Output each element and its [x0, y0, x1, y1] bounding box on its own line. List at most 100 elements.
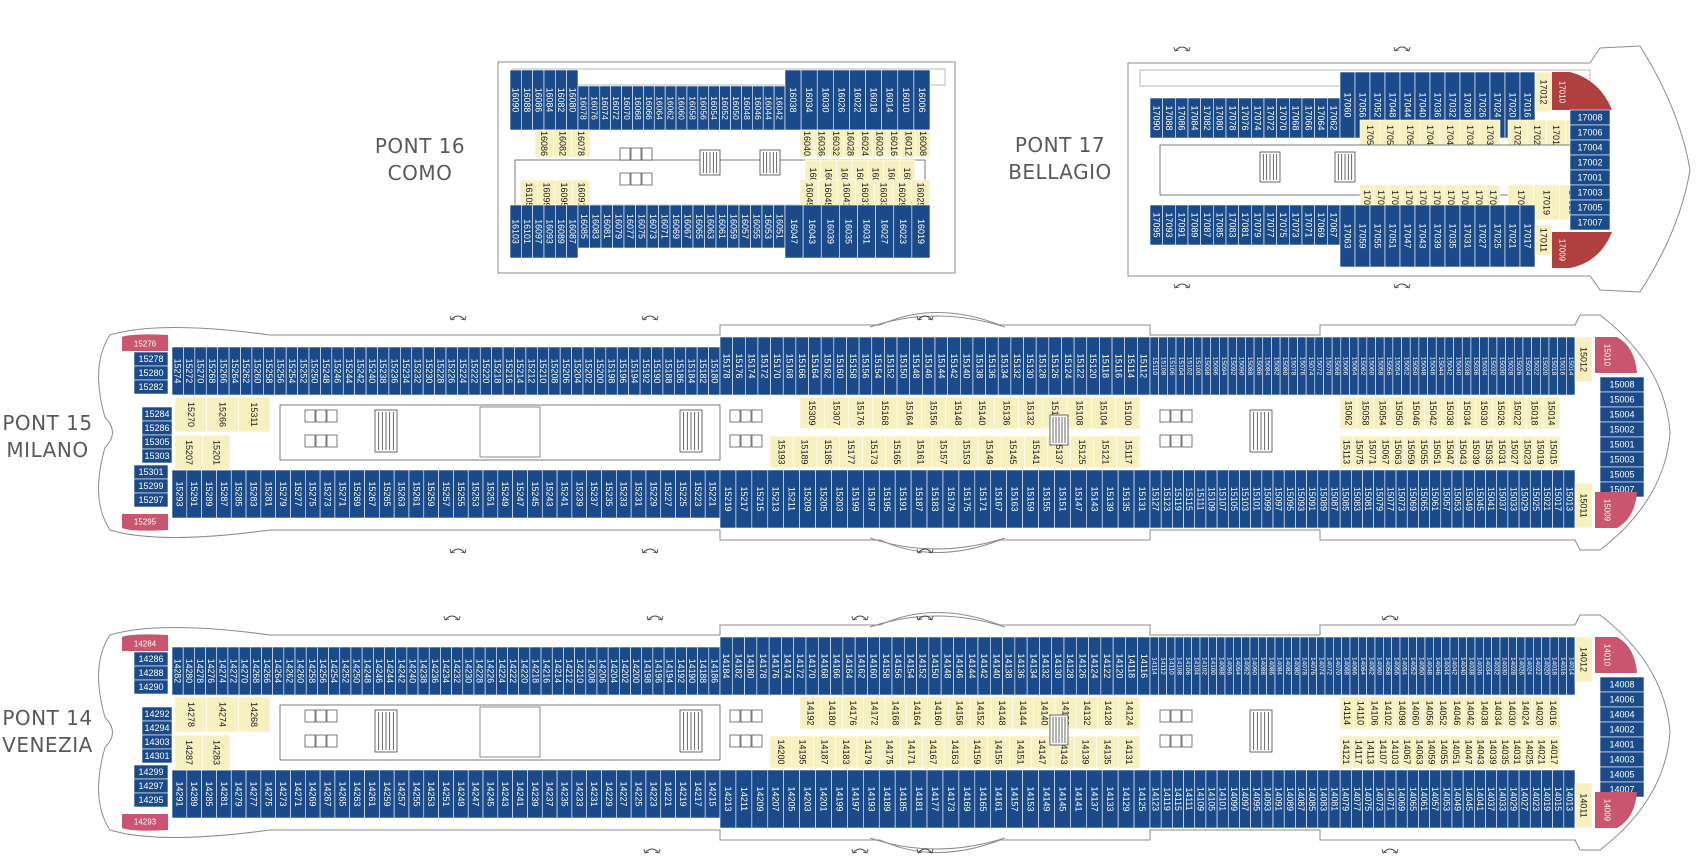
- cabin-number: 16010: [901, 87, 911, 112]
- cabin-number: 14278: [186, 702, 196, 727]
- cabin-number: 17045: [1432, 190, 1442, 215]
- cabin-number: 14069: [1397, 787, 1407, 811]
- cabin-number: 14282: [173, 659, 183, 683]
- cabin-number: 14053: [1441, 787, 1451, 811]
- cabin-number: 15030: [1479, 400, 1489, 425]
- cabin-number: 14074: [1317, 657, 1324, 675]
- cabin-number: 16082: [558, 131, 568, 156]
- cabin-number: 15145: [1008, 439, 1018, 464]
- cabin: [238, 396, 271, 433]
- cabin-number: 14158: [881, 653, 891, 678]
- cabin-number: 14010: [1603, 644, 1612, 667]
- cabin-number: 15279: [278, 481, 288, 506]
- cabin-number: 14029: [1508, 787, 1518, 811]
- cabin-number: 14279: [234, 781, 244, 806]
- cabin-number: 14183: [841, 739, 851, 764]
- cabin-number: 16048: [742, 96, 752, 120]
- cabin-number: 15003: [1609, 455, 1634, 465]
- cabin-number: 17029: [1488, 190, 1498, 215]
- cabin-number: 15147: [1073, 486, 1083, 511]
- cabin-number: 16033: [879, 182, 889, 207]
- cabin-number: 16016: [889, 131, 899, 156]
- cabin-number: 16024: [860, 131, 870, 156]
- cabin-number: 15120: [1088, 353, 1098, 378]
- cabin-number: 17085: [1215, 212, 1225, 237]
- cabin-number: 14293: [134, 818, 157, 827]
- cabin-number: 14186: [709, 659, 719, 683]
- cabin-number: 15059: [1406, 439, 1416, 464]
- cabin-number: 15140: [962, 353, 972, 378]
- cabin-number: 14106: [1369, 700, 1379, 725]
- cabin-number: 15087: [1330, 487, 1340, 511]
- cabin-number: 17035: [1448, 223, 1458, 248]
- cabin-number: 17060: [1343, 92, 1353, 117]
- cabin-number: 14009: [1603, 799, 1612, 822]
- cabin-number: 16097: [533, 219, 543, 244]
- cabin-number: 14255: [411, 781, 421, 806]
- cabin-number: 16026: [836, 87, 846, 112]
- cabin-number: 15018: [1550, 357, 1557, 376]
- cabin-number: 14206: [598, 659, 608, 683]
- cabin-number: 14011: [1579, 793, 1589, 817]
- cabin: [1545, 696, 1561, 730]
- cabin-number: 15160: [835, 353, 845, 378]
- cabin-number: 16073: [648, 214, 658, 239]
- cabin-number: 14152: [918, 653, 928, 678]
- cabin-number: 14140: [991, 653, 1001, 678]
- cabin-number: 17009: [1558, 239, 1567, 262]
- cabin: [915, 129, 931, 158]
- cabin-number: 15254: [287, 359, 297, 384]
- elevator-icon: [641, 172, 653, 186]
- cabin-number: 15027: [1510, 439, 1520, 464]
- cabin-number: 14276: [206, 659, 216, 683]
- cabin-number: 15141: [1031, 439, 1041, 464]
- cabin-number: 16042: [775, 96, 785, 120]
- cabin-number: 15046: [1411, 400, 1421, 425]
- elevator-icon: [1170, 434, 1182, 448]
- cabin: [133, 492, 169, 508]
- cabin-number: 14257: [397, 781, 407, 806]
- cabin: [896, 396, 922, 430]
- deck-name: PONT 17: [1014, 133, 1106, 157]
- cabin-number: 14217: [693, 781, 703, 806]
- cabin-number: 15270: [186, 402, 196, 427]
- cabin-number: 15064: [1350, 357, 1357, 376]
- cabin-number: 15297: [138, 495, 163, 505]
- cabin-number: 15267: [367, 481, 377, 506]
- cabin-number: 14140: [1039, 700, 1049, 725]
- cabin: [202, 734, 231, 771]
- elevator-icon: [740, 709, 752, 723]
- elevator-icon: [729, 734, 741, 748]
- cabin-number: 17064: [1316, 105, 1326, 130]
- cabin-number: 15247: [515, 481, 525, 506]
- cabin-number: 17077: [1265, 212, 1275, 237]
- cabin-number: 15043: [1458, 439, 1468, 464]
- cabin-number: 17052: [1373, 92, 1383, 117]
- cabin-number: 14239: [530, 781, 540, 806]
- cabin-number: 14121: [1341, 739, 1351, 764]
- cabin-number: 14032: [1492, 657, 1499, 675]
- cabin-number: 14161: [994, 786, 1004, 811]
- cabin-number: 16044: [764, 96, 774, 120]
- cabin-number: 14075: [1363, 787, 1373, 811]
- cabin-number: 17006: [1577, 128, 1602, 138]
- suite: [1595, 492, 1637, 528]
- cabin-number: 15186: [675, 359, 685, 384]
- cabin-number: 15190: [652, 359, 662, 384]
- cabin-number: 15156: [860, 353, 870, 378]
- cabin-number: 14165: [978, 786, 988, 811]
- cabin-number: 15281: [263, 481, 273, 506]
- cabin-number: 15265: [382, 481, 392, 506]
- cabin-number: 17044: [1403, 92, 1413, 117]
- cabin-number: 14019: [1542, 787, 1552, 811]
- cabin-number: 15022: [1513, 400, 1523, 425]
- cabin-number: 14198: [642, 659, 652, 683]
- deck-subname: BELLAGIO: [1008, 160, 1112, 184]
- cabin-number: 15211: [787, 487, 797, 511]
- cabin-number: 14225: [634, 781, 644, 806]
- cabin-number: 15198: [607, 359, 617, 384]
- cabin-number: 17091: [1177, 212, 1187, 237]
- cabin-number: 15253: [471, 481, 481, 506]
